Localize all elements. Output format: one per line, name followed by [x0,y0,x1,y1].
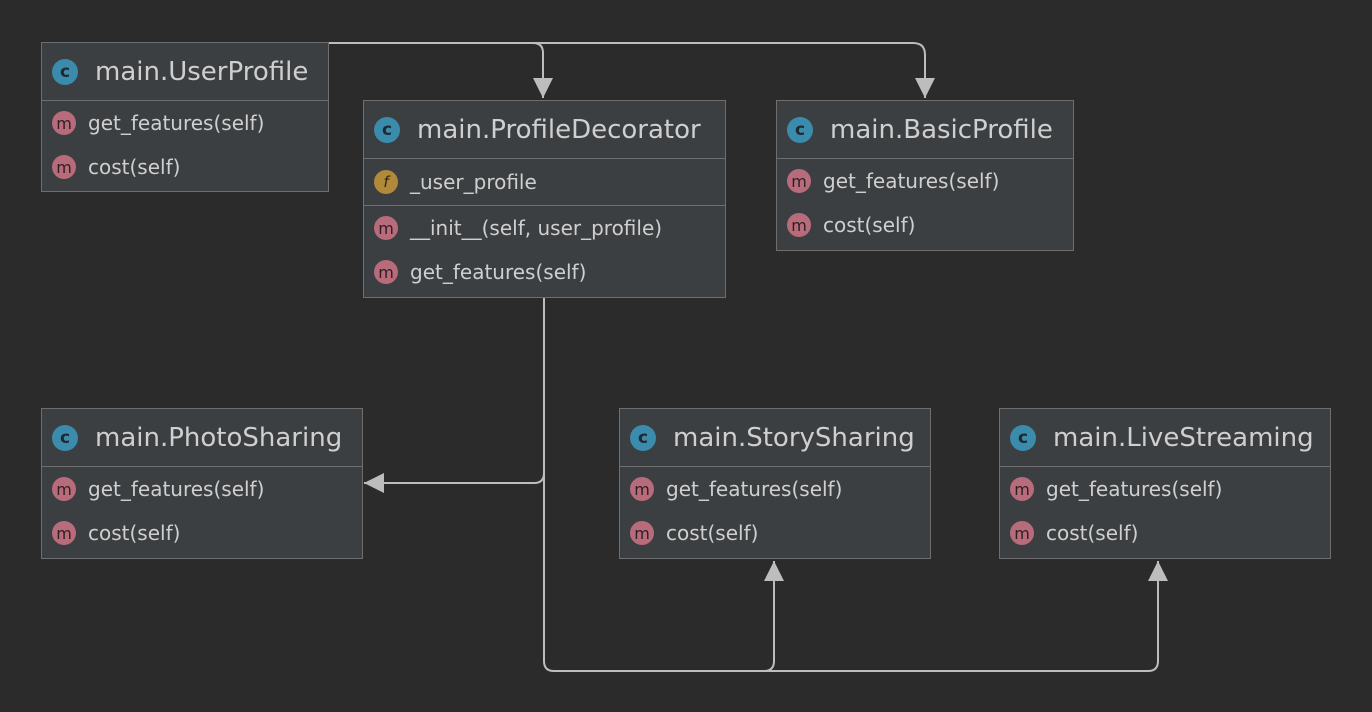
class-header: c main.LiveStreaming [1000,409,1330,467]
method-name: get_features(self) [823,169,1000,193]
class-title: main.StorySharing [673,422,915,453]
method-icon: m [787,169,811,193]
method-name: get_features(self) [88,111,265,135]
method-row: m get_features(self) [364,250,725,294]
class-header: c main.UserProfile [42,43,328,101]
class-icon: c [52,424,78,451]
class-icon: c [630,424,656,451]
method-icon: m [630,477,654,501]
field-row: f _user_profile [364,159,725,205]
method-icon: m [52,111,76,135]
methods-section: m __init__(self, user_profile) m get_fea… [364,206,725,294]
method-icon: m [630,521,654,545]
methods-section: m get_features(self) m cost(self) [777,159,1073,247]
edge-userprofile-to-basicprofile [328,42,935,98]
class-box-userprofile[interactable]: c main.UserProfile m get_features(self) … [41,42,329,192]
method-icon: m [787,213,811,237]
method-icon: m [374,216,398,240]
class-box-livestreaming[interactable]: c main.LiveStreaming m get_features(self… [999,408,1331,559]
method-icon: m [1010,477,1034,501]
method-row: m get_features(self) [777,159,1073,203]
methods-section: m get_features(self) m cost(self) [620,467,930,555]
edge-profiledecorator-to-photosharing [364,298,545,493]
class-icon: c [374,116,400,143]
class-box-storysharing[interactable]: c main.StorySharing m get_features(self)… [619,408,931,559]
method-name: cost(self) [666,521,759,545]
class-title: main.LiveStreaming [1053,422,1314,453]
method-row: m get_features(self) [42,101,328,145]
method-icon: m [52,477,76,501]
class-title: main.BasicProfile [830,114,1053,145]
method-name: cost(self) [1046,521,1139,545]
method-name: get_features(self) [88,477,265,501]
field-name: _user_profile [410,170,537,194]
method-name: get_features(self) [666,477,843,501]
class-box-basicprofile[interactable]: c main.BasicProfile m get_features(self)… [776,100,1074,251]
class-header: c main.ProfileDecorator [364,101,725,159]
edge-userprofile-to-profiledecorator [328,42,553,98]
method-row: m get_features(self) [1000,467,1330,511]
class-icon: c [52,58,78,85]
method-row: m cost(self) [777,203,1073,247]
methods-section: m get_features(self) m cost(self) [1000,467,1330,555]
class-icon: c [1010,424,1036,451]
method-icon: m [52,155,76,179]
edge-profiledecorator-to-livestreaming [554,561,1168,672]
method-row: m cost(self) [620,511,930,555]
method-name: get_features(self) [1046,477,1223,501]
methods-section: m get_features(self) m cost(self) [42,467,362,555]
method-row: m cost(self) [42,511,362,555]
method-name: cost(self) [88,155,181,179]
method-row: m get_features(self) [42,467,362,511]
method-row: m get_features(self) [620,467,930,511]
fields-section: f _user_profile [364,159,725,206]
field-icon: f [374,170,398,194]
class-box-photosharing[interactable]: c main.PhotoSharing m get_features(self)… [41,408,363,559]
method-row: m __init__(self, user_profile) [364,206,725,250]
class-icon: c [787,116,813,143]
class-header: c main.BasicProfile [777,101,1073,159]
class-title: main.UserProfile [95,56,309,87]
method-name: cost(self) [88,521,181,545]
method-icon: m [1010,521,1034,545]
class-header: c main.PhotoSharing [42,409,362,467]
method-name: __init__(self, user_profile) [410,216,663,240]
method-row: m cost(self) [42,145,328,189]
method-icon: m [374,260,398,284]
class-title: main.ProfileDecorator [417,114,701,145]
class-box-profiledecorator[interactable]: c main.ProfileDecorator f _user_profile … [363,100,726,298]
method-icon: m [52,521,76,545]
methods-section: m get_features(self) m cost(self) [42,101,328,189]
method-row: m cost(self) [1000,511,1330,555]
class-header: c main.StorySharing [620,409,930,467]
class-title: main.PhotoSharing [95,422,343,453]
method-name: get_features(self) [410,260,587,284]
method-name: cost(self) [823,213,916,237]
